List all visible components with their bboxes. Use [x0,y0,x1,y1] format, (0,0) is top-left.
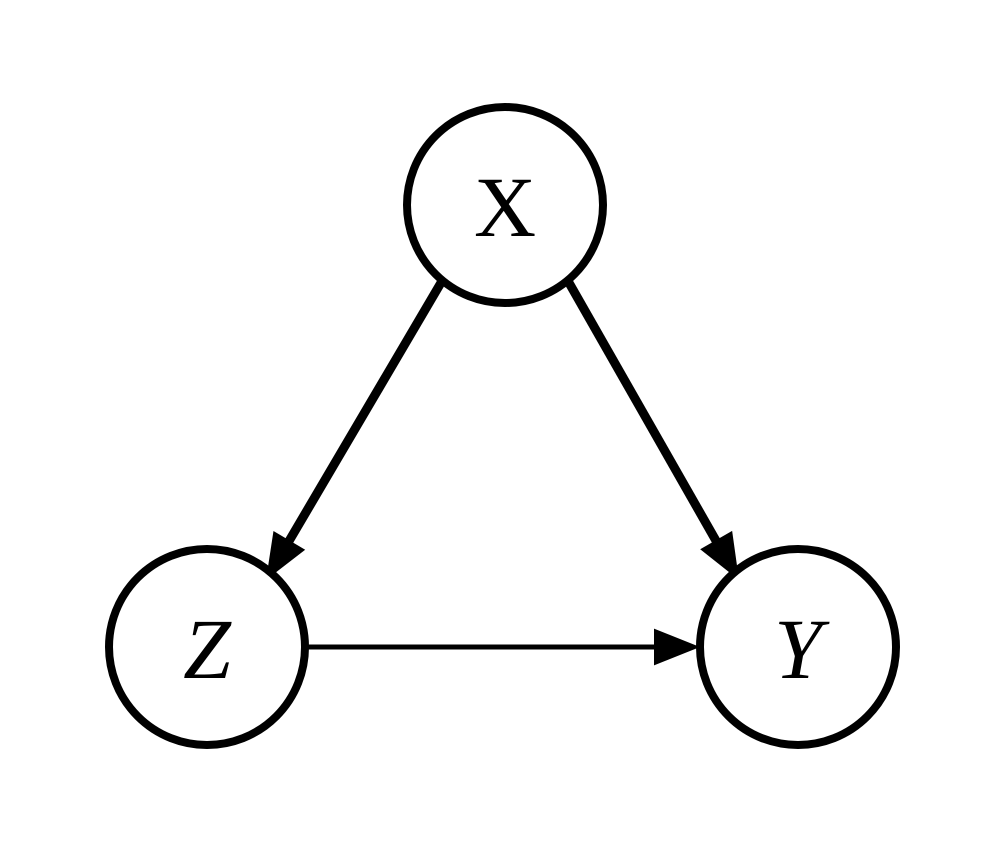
edge-x-to-z-arrowhead [266,531,306,580]
edge-x-to-z[interactable] [266,278,446,580]
node-z[interactable]: Z [105,545,309,749]
node-z-circle [105,545,309,749]
node-y-label: Y [774,601,830,697]
edge-z-to-y-arrowhead [654,628,700,666]
edge-x-to-y-line [564,278,727,556]
edge-z-to-y[interactable] [305,628,700,666]
edge-x-to-y[interactable] [564,278,739,580]
edge-x-to-y-arrowhead [700,530,739,580]
node-y[interactable]: Y [696,545,900,749]
edge-group [266,278,739,666]
node-z-label: Z [183,601,232,697]
edge-x-to-z-line [278,278,446,556]
node-x-circle [403,103,607,307]
node-y-circle [696,545,900,749]
node-group: X Z Y [105,103,900,749]
node-x-label: X [474,159,536,255]
node-x[interactable]: X [403,103,607,307]
